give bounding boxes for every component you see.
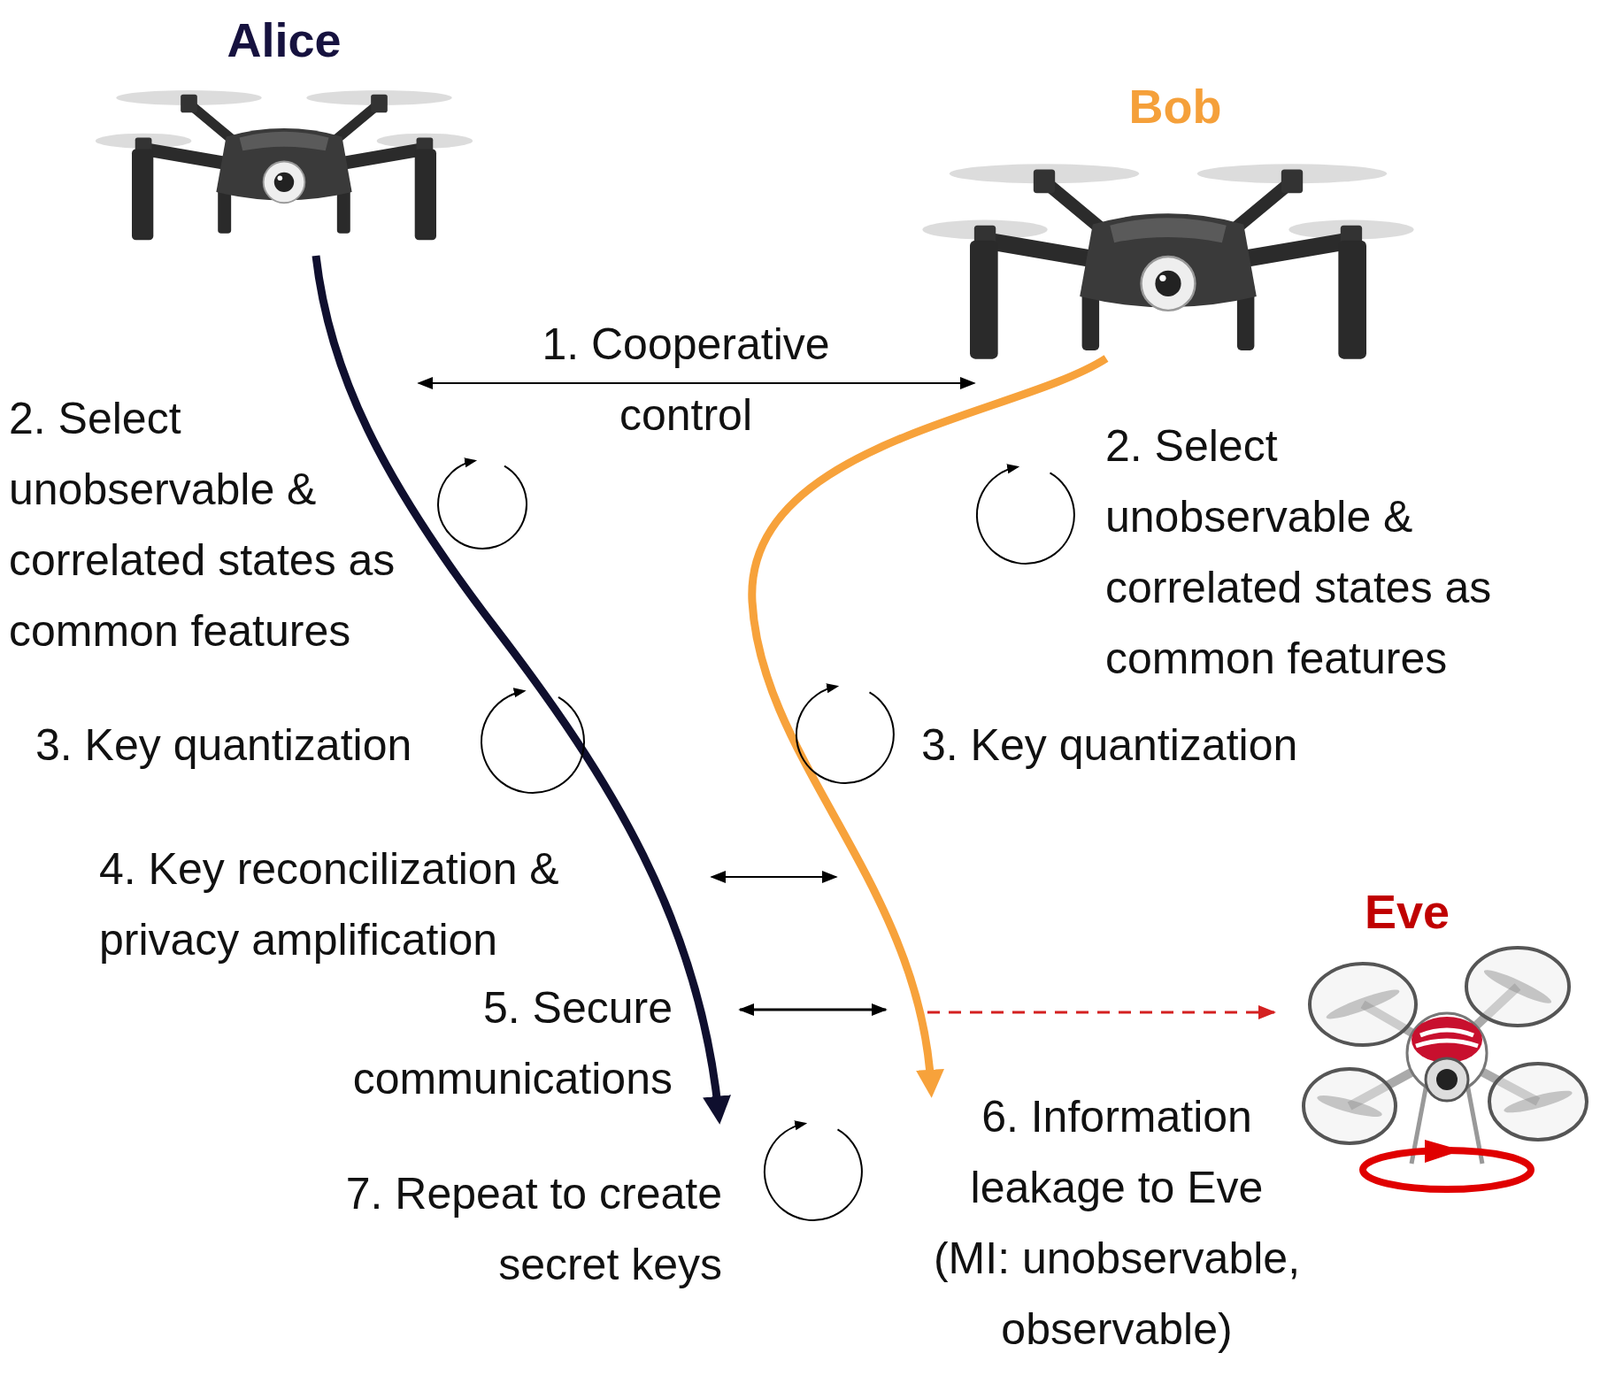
step-label: 6. Information leakage to Eve (MI: unobs…: [926, 1081, 1308, 1365]
drone-illustration-part: [1281, 169, 1303, 193]
step-label: 3. Key quantization: [921, 709, 1364, 781]
loop-icon: [481, 691, 585, 793]
step-label-slot: 5. Secure communications: [300, 972, 673, 1115]
eavesdropper-drone-illustration-part: [1411, 1016, 1483, 1063]
drone-illustration-part: [131, 148, 154, 240]
step-label: 3. Key quantization: [35, 709, 478, 781]
drone-illustration-part: [239, 131, 330, 152]
eavesdropper-drone-illustration-part: [1415, 1030, 1478, 1047]
eavesdropper-drone-illustration-part: [1424, 1139, 1462, 1163]
eavesdropper-drone-illustration-part: [1489, 1063, 1587, 1140]
step-label-slot: 3. Key quantization: [921, 709, 1364, 781]
step-label-slot: 2. Select unobservable & correlated stat…: [1105, 410, 1531, 694]
drone-illustration-part: [263, 161, 306, 204]
reconciliation-arrow: [711, 876, 837, 878]
drone-illustration-part: [370, 94, 388, 114]
drone-name: Eve: [1318, 884, 1496, 939]
drone-illustration-part: [1159, 275, 1166, 282]
drone-illustration-part: [969, 240, 999, 360]
eavesdropper-drone-illustration-part: [1309, 963, 1416, 1046]
step-label: 4. Key reconcilization & privacy amplifi…: [99, 833, 577, 976]
eavesdropper-drone-illustration-part: [1303, 1069, 1396, 1144]
eavesdropper-drone-illustration-part: [1502, 1086, 1575, 1117]
secure-link-arrow: [739, 1008, 886, 1012]
loop-icon: [796, 686, 894, 784]
step-label: 2. Select unobservable & correlated stat…: [8, 383, 416, 667]
step-label: 5. Secure communications: [300, 972, 673, 1115]
drone-illustration-part: [274, 172, 294, 193]
step-label-slot: 6. Information leakage to Eve (MI: unobs…: [926, 1081, 1308, 1365]
eavesdropper-drone-illustration-part: [1481, 965, 1554, 1008]
cooperation-arrow: [418, 382, 975, 385]
step-label: 2. Select unobservable & correlated stat…: [1105, 410, 1531, 694]
drone-illustration-part: [277, 175, 284, 181]
drone-node: Bob: [858, 79, 1478, 381]
step-label-slot: 2. Select unobservable & correlated stat…: [8, 383, 416, 667]
eavesdropper-drone-illustration-part: [1407, 1013, 1487, 1093]
drone-name: Bob: [1086, 79, 1264, 133]
drone-illustration-part: [180, 94, 198, 114]
eavesdropper-drone-illustration-part: [1466, 947, 1570, 1026]
loop-icon: [976, 467, 1075, 564]
step-label: 1. Cooperative control: [491, 308, 881, 451]
leakage-arrow: [927, 1011, 1275, 1015]
drone-node: Alice: [76, 13, 493, 257]
drone-illustration: [858, 132, 1478, 381]
drone-illustration-part: [415, 148, 437, 240]
eavesdropper-drone-illustration-part: [1436, 1069, 1458, 1091]
drone-name: Alice: [76, 13, 493, 67]
step-label: 7. Repeat to create secret keys: [297, 1158, 723, 1300]
drone-illustration-part: [1154, 270, 1181, 297]
eavesdropper-drone-illustration: [1300, 938, 1593, 1204]
drone-node: Eve: [1300, 884, 1593, 1204]
drone-illustration-part: [1338, 240, 1367, 360]
eavesdropper-drone-illustration-part: [1362, 1150, 1531, 1190]
drone-illustration-part: [1033, 169, 1055, 193]
step-label-slot: 3. Key quantization: [35, 709, 478, 781]
eavesdropper-drone-illustration-part: [1315, 1091, 1384, 1121]
step-label-slot: 7. Repeat to create secret keys: [297, 1158, 723, 1300]
eavesdropper-drone-illustration-part: [1425, 1058, 1469, 1101]
step-label-slot: 4. Key reconcilization & privacy amplifi…: [99, 833, 577, 976]
drone-illustration: [76, 66, 493, 257]
eavesdropper-drone-illustration-part: [1323, 984, 1401, 1024]
drone-illustration-part: [1141, 256, 1196, 311]
step-label-slot: 1. Cooperative control: [491, 308, 881, 451]
loop-icon: [438, 461, 527, 549]
drone-illustration-part: [1109, 217, 1226, 243]
loop-icon: [764, 1123, 862, 1221]
